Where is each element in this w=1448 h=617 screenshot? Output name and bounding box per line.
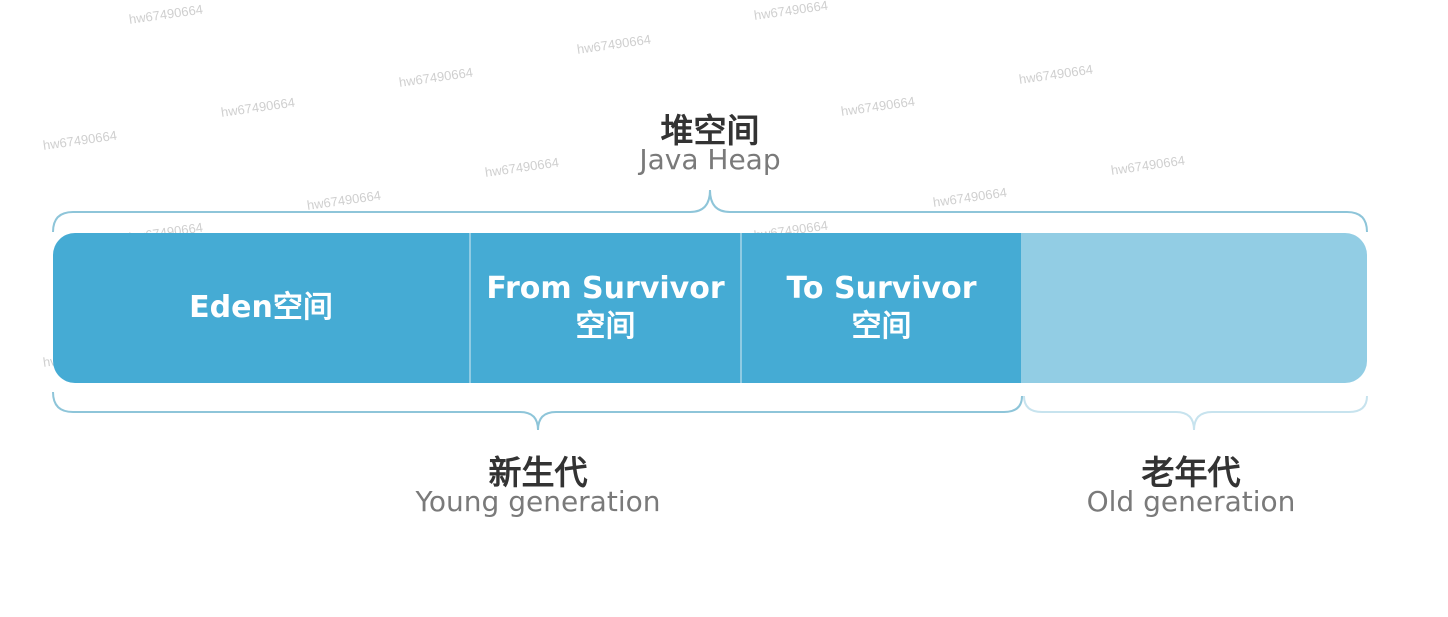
young-generation-brace — [52, 391, 1023, 431]
from-survivor-label-line1: From Survivor — [486, 271, 725, 306]
heap-title: 堆空间 — [660, 111, 760, 150]
to-survivor-label-line2: 空间 — [851, 309, 912, 344]
from-survivor-label-line2: 空间 — [575, 309, 636, 344]
heap-brace — [52, 189, 1368, 233]
to-survivor-label-line1: To Survivor — [786, 271, 977, 306]
young-generation-subtitle: Young generation — [415, 485, 661, 518]
to-survivor-space: To Survivor 空间 — [742, 233, 1021, 383]
eden-space-label: Eden空间 — [189, 290, 333, 325]
from-survivor-space: From Survivor 空间 — [471, 233, 742, 383]
young-generation-title: 新生代 — [488, 453, 588, 492]
eden-space: Eden空间 — [53, 233, 471, 383]
old-generation-brace — [1023, 395, 1368, 431]
old-generation-title: 老年代 — [1141, 453, 1241, 492]
old-generation-subtitle: Old generation — [1086, 485, 1296, 518]
heap-subtitle: Java Heap — [639, 143, 781, 176]
heap-bar: Eden空间 From Survivor 空间 To Survivor 空间 — [53, 233, 1367, 383]
old-generation-space — [1021, 233, 1367, 383]
